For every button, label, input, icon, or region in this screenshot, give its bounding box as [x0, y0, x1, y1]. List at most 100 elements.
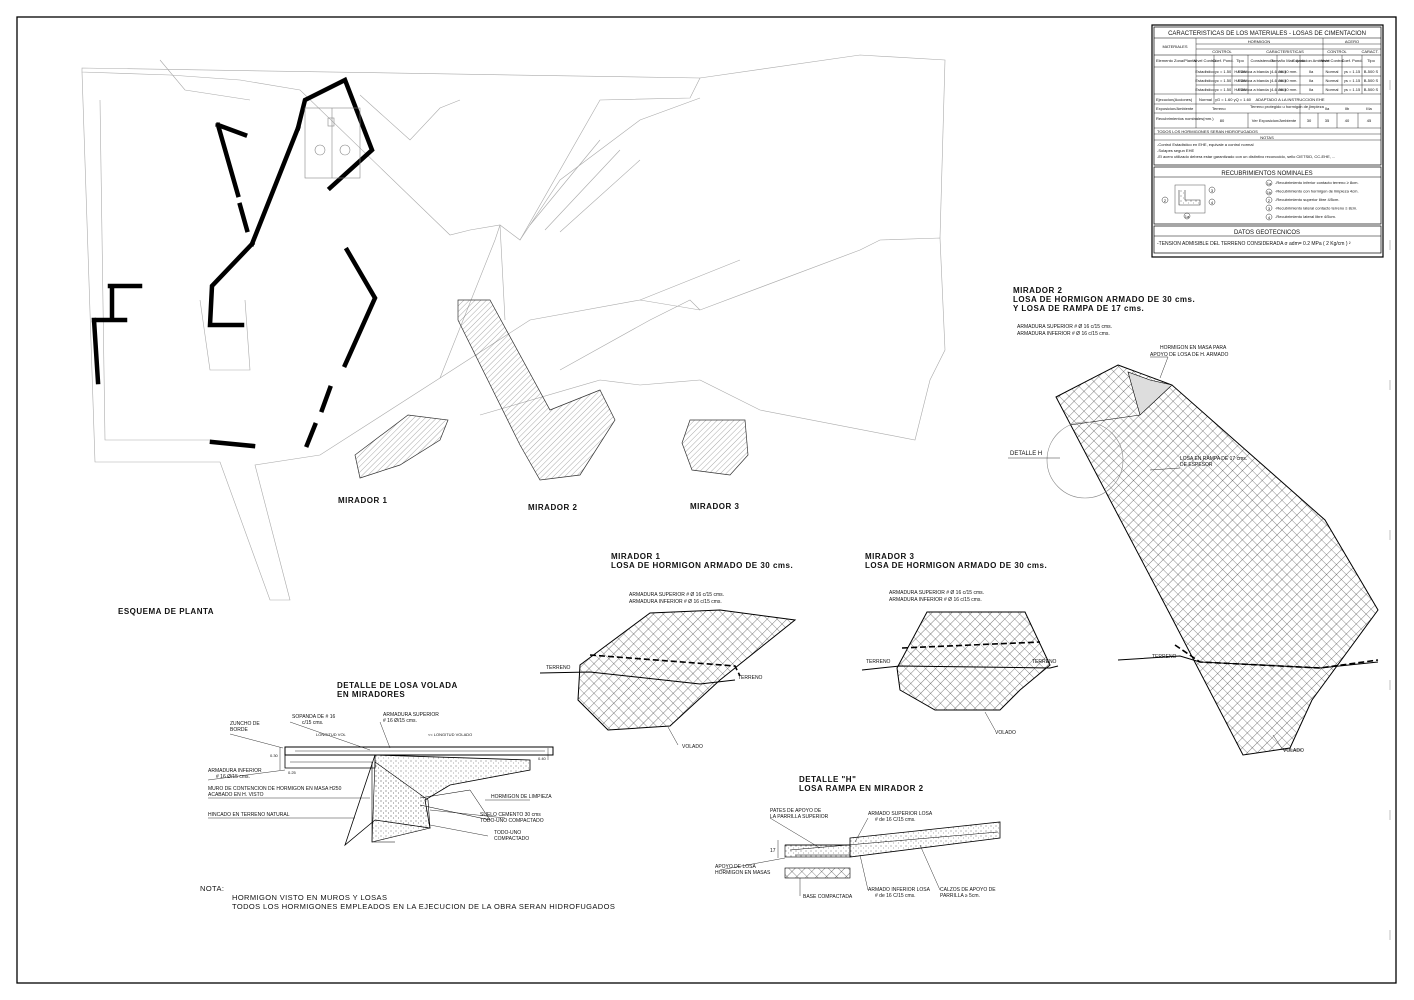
- table-gammas: γG = 1.60 γQ = 1.60: [1215, 97, 1252, 102]
- mirador-2-detail: [1008, 356, 1379, 756]
- losa-title-2: EN MIRADORES: [337, 690, 405, 699]
- table-cell: 30/40 mm.: [1279, 69, 1298, 74]
- table-rec-value: Ver Exposicion/Ambiente: [1252, 118, 1297, 123]
- table-terreno-protegido: Terreno protegido u hormigon de limpieza: [1250, 104, 1325, 109]
- table-hormigon: HORMIGON: [1248, 39, 1271, 44]
- h-apoyo-2: HORMIGON EN MASAS: [715, 870, 771, 876]
- table-exposicion: Exposicion/Ambiente: [1156, 106, 1194, 111]
- losa-muro-2: ACABADO EN H. VISTO: [208, 792, 264, 798]
- table-cell: γc = 1.50: [1215, 78, 1232, 83]
- rec-mark: 2: [1268, 198, 1271, 203]
- rec-mark: 4: [1211, 200, 1214, 205]
- table-cell: Plastica a blanda (4-6 cm.): [1238, 78, 1286, 83]
- losa-sopanda-1: SOPANDA DE # 16: [292, 714, 335, 720]
- m2-title-3: Y LOSA DE RAMPA DE 17 cms.: [1013, 304, 1144, 313]
- h-title-1: DETALLE "H": [799, 775, 856, 784]
- m2-armadura-inf: ARMADURA INFERIOR # Ø 16 c/15 cms.: [1017, 331, 1110, 337]
- table-rec-value: 35: [1325, 118, 1330, 123]
- m3-title-2: LOSA DE HORMIGON ARMADO DE 30 cms.: [865, 561, 1047, 570]
- losa-dim-3: 0.40: [538, 756, 547, 761]
- table-note: -El acero utilizado debera estar garanti…: [1157, 154, 1335, 159]
- losa-zuncho-2: BORDE: [230, 727, 248, 733]
- h-arminf-1: ARMADO INFERIOR LOSA: [868, 887, 931, 893]
- table-terreno: Terreno: [1212, 106, 1226, 111]
- table-cell: IIa: [1309, 69, 1314, 74]
- table-cell: B-500 S: [1364, 87, 1379, 92]
- table-materiales: MATERIALES: [1162, 44, 1187, 49]
- losa-dim-2: 0.25: [288, 770, 297, 775]
- losa-suelo-1: SUELO CEMENTO 30 cms: [480, 812, 541, 818]
- plan-walls: [91, 76, 378, 449]
- losa-hincado: HINCADO EN TERRENO NATURAL: [208, 812, 290, 818]
- table-cell: Plastica a blanda (4-6 cm.): [1238, 69, 1286, 74]
- rec-mark: 1b: [1267, 190, 1272, 195]
- table-cell: Normal: [1326, 78, 1339, 83]
- rec-mark: 3: [1268, 206, 1271, 211]
- losa-dim-1: 0.30: [270, 753, 279, 758]
- table-todos: TODOS LOS HORMIGONES SERAN HIDROFUGADOS: [1157, 129, 1258, 134]
- table-rec-value: 40: [1345, 118, 1350, 123]
- table-cell: 30/40 mm.: [1279, 78, 1298, 83]
- losa-long-vol: LONGITUD VOL: [316, 732, 347, 737]
- table-cell: γs = 1.15: [1344, 87, 1361, 92]
- table-cell: Estadistico: [1195, 78, 1215, 83]
- h-calzos-2: PARRILLA ≥ 5cm.: [940, 893, 980, 899]
- table-header-cell: Tamaño Max. Arido: [1271, 58, 1306, 63]
- plan-label-mirador-1: MIRADOR 1: [338, 496, 387, 505]
- table-rec-value: 30: [1307, 118, 1312, 123]
- m3-terreno-right: TERRENO: [1032, 659, 1057, 665]
- table-cell: HA-25: [1234, 87, 1246, 92]
- nota-line-2: TODOS LOS HORMIGONES EMPLEADOS EN LA EJE…: [232, 902, 615, 911]
- losa-todo-2: COMPACTADO: [494, 836, 529, 842]
- m1-volado: VOLADO: [682, 744, 703, 750]
- h-arminf-2: # de 16 C/15 cms.: [875, 893, 916, 899]
- m3-terreno-left: TERRENO: [866, 659, 891, 665]
- losa-volada-detail: [207, 721, 554, 847]
- h-title-2: LOSA RAMPA EN MIRADOR 2: [799, 784, 924, 793]
- rec-mark: 3: [1211, 188, 1214, 193]
- plan-title: ESQUEMA DE PLANTA: [118, 607, 214, 616]
- m2-terreno: TERRENO: [1152, 654, 1177, 660]
- losa-sopanda-2: c/15 cms.: [302, 720, 323, 726]
- plan-label-mirador-2: MIRADOR 2: [528, 503, 577, 512]
- losa-zuncho-1: ZUNCHO DE: [230, 721, 260, 727]
- h-pates-2: LA PARRILLA SUPERIOR: [770, 814, 829, 820]
- rec-item: -Recubrimiento con hormigon de limpieza …: [1275, 189, 1359, 194]
- rec-title: RECUBRIMIENTOS NOMINALES: [1221, 171, 1312, 177]
- plan-miradores: [354, 299, 749, 481]
- table-exp-col: IIb: [1345, 106, 1350, 111]
- m2-title-1: MIRADOR 2: [1013, 286, 1062, 295]
- table-note: -Solapes segun EHE: [1157, 148, 1194, 153]
- table-header-cell: Tipo: [1236, 58, 1244, 63]
- rec-item: -Recubrimiento lateral contacto terreno …: [1275, 206, 1357, 211]
- h-calzos-1: CALZOS DE APOYO DE: [940, 887, 996, 893]
- m1-terreno-left: TERRENO: [546, 665, 571, 671]
- losa-arminf-2: # 16 Ø/15 cms.: [216, 774, 250, 780]
- table-caracteristicas: CARACTERISTICAS: [1266, 49, 1304, 54]
- mirador-1-detail: [539, 609, 797, 746]
- table-cell: Estadistico: [1195, 87, 1215, 92]
- losa-title-1: DETALLE DE LOSA VOLADA: [337, 681, 458, 690]
- rec-mark: 1a: [1267, 181, 1272, 186]
- h-armsup-2: # de 16 C/15 cms.: [875, 817, 916, 823]
- table-header-cell: Tipo: [1367, 58, 1375, 63]
- table-cell: γs = 1.15: [1344, 78, 1361, 83]
- table-header-cell: Coef. Pond.: [1341, 58, 1362, 63]
- table-cell: γc = 1.50: [1215, 87, 1232, 92]
- m3-armadura-inf: ARMADURA INFERIOR # Ø 16 c/15 cms.: [889, 597, 982, 603]
- losa-todo-1: TODO-UNO: [494, 830, 521, 836]
- table-ejecucion: Ejecucion(Acciones): [1156, 97, 1193, 102]
- site-plan: [81, 54, 946, 601]
- table-notas: NOTAS: [1260, 135, 1274, 140]
- table-cell: Normal: [1326, 69, 1339, 74]
- m2-rampa-2: DE ESPESOR: [1180, 462, 1213, 468]
- m2-hormigon-1: HORMIGON EN MASA PARA: [1160, 345, 1227, 351]
- table-cell: B-500 S: [1364, 69, 1379, 74]
- h-base: BASE COMPACTADA: [803, 894, 853, 900]
- table-cell: Normal: [1326, 87, 1339, 92]
- rec-mark: 1a: [1185, 214, 1190, 219]
- table-caract: CARACT.: [1361, 49, 1378, 54]
